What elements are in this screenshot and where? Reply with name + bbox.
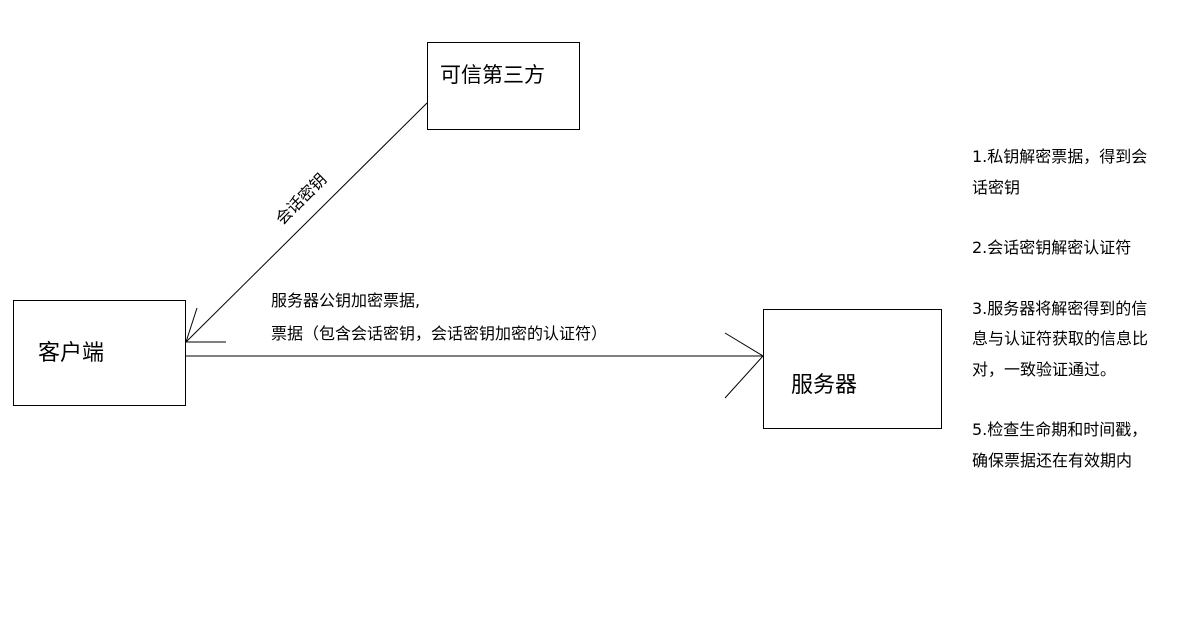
edge-third-party-to-client bbox=[185, 102, 428, 343]
arrowhead-client-upper bbox=[185, 307, 198, 343]
note-item: 5.检查生命期和时间戳，确保票据还在有效期内 bbox=[972, 420, 1148, 470]
client-node: 客户端 bbox=[13, 300, 186, 406]
note-item: 1.私钥解密票据，得到会话密钥 bbox=[972, 147, 1148, 197]
ticket-edge-label-line2: 票据（包含会话密钥，会话密钥加密的认证符） bbox=[271, 324, 608, 343]
third-party-node: 可信第三方 bbox=[427, 42, 580, 130]
client-label: 客户端 bbox=[38, 341, 105, 366]
third-party-label: 可信第三方 bbox=[440, 63, 545, 87]
note-item: 2.会话密钥解密认证符 bbox=[972, 238, 1132, 257]
arrowhead-server-upper bbox=[724, 332, 764, 357]
arrowhead-server-lower bbox=[724, 355, 764, 399]
note-item: 3.服务器将解密得到的信息与认证符获取的信息比对，一致验证通过。 bbox=[972, 298, 1149, 379]
verification-notes: 1.私钥解密票据，得到会话密钥 2.会话密钥解密认证符 3.服务器将解密得到的信… bbox=[972, 142, 1154, 506]
ticket-edge-label-line1: 服务器公钥加密票据, bbox=[271, 291, 421, 310]
server-node: 服务器 bbox=[763, 309, 942, 429]
server-label: 服务器 bbox=[791, 373, 858, 398]
